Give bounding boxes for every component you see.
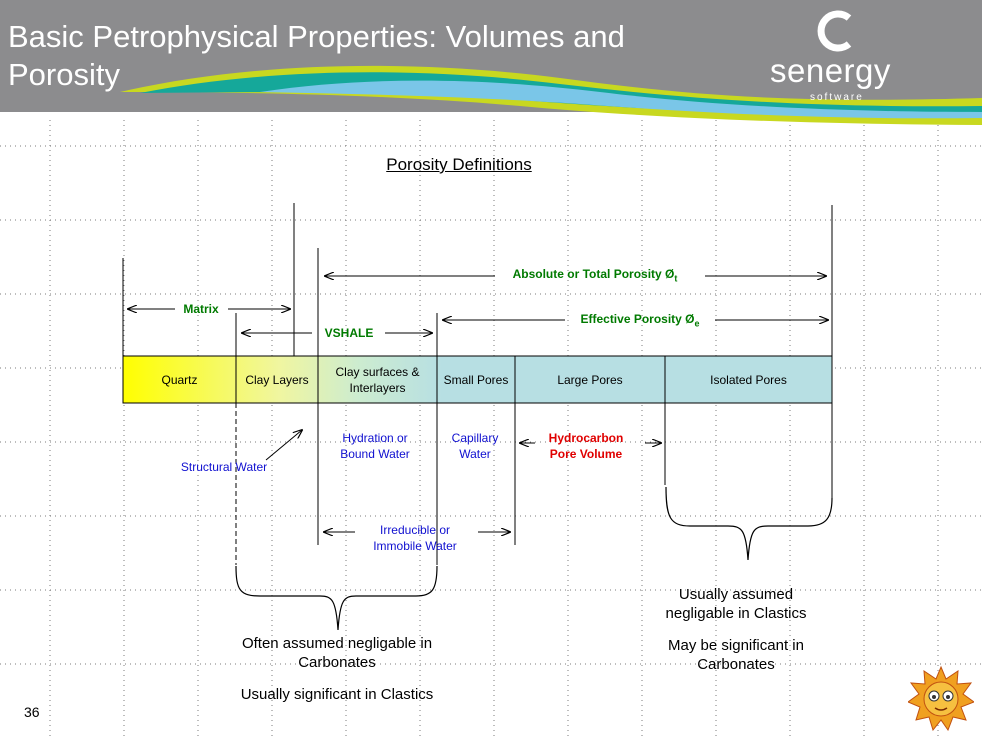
bar-segment-clay-surfaces: Clay surfaces & Interlayers (335, 364, 420, 395)
vshale-label: VSHALE (324, 326, 374, 340)
absolute-porosity-label: Absolute or Total Porosity Øt (480, 266, 710, 286)
senergy-logo-icon (817, 10, 852, 52)
note-right-clastics: Usually assumed negligable in Clastics (665, 586, 807, 622)
bar-segment-isolated-pores: Isolated Pores (710, 372, 787, 387)
absolute-porosity-text: Absolute or Total Porosity Ø (512, 267, 675, 281)
matrix-label: Matrix (183, 302, 219, 316)
note-right-carbonates: May be significant in Carbonates (668, 637, 804, 673)
effective-porosity-text: Effective Porosity Ø (580, 312, 695, 326)
slide-title: Basic Petrophysical Properties: Volumes … (8, 19, 625, 92)
bar-segment-quartz: Quartz (161, 372, 198, 387)
logo-wordmark: senergy (770, 52, 891, 89)
effective-porosity-label: Effective Porosity Øe (555, 311, 725, 331)
page-number: 36 (24, 704, 40, 720)
sun-mascot-icon (908, 665, 974, 731)
hydration-water-label: Hydration or Bound Water (340, 431, 410, 461)
note-left-carbonates: Often assumed negligable in Carbonates (241, 635, 433, 671)
header-banner (0, 0, 982, 125)
irreducible-water-label: Irreducible or Immobile Water (373, 523, 457, 553)
bar-segment-large-pores: Large Pores (557, 372, 623, 387)
structural-water-label: Structural Water (180, 460, 268, 474)
bar-segment-clay-layers: Clay Layers (245, 372, 309, 387)
absolute-porosity-subscript: t (674, 273, 678, 284)
logo-subtitle: software (810, 92, 864, 103)
capillary-water-label: Capillary Water (451, 431, 499, 461)
bar-segment-small-pores: Small Pores (443, 372, 509, 387)
hydrocarbon-pore-volume-label: Hydrocarbon Pore Volume (548, 431, 624, 461)
diagram-heading: Porosity Definitions (386, 155, 532, 174)
effective-porosity-subscript: e (694, 318, 700, 329)
volume-bar (122, 355, 833, 404)
note-left-clastics: Usually significant in Clastics (240, 686, 434, 703)
